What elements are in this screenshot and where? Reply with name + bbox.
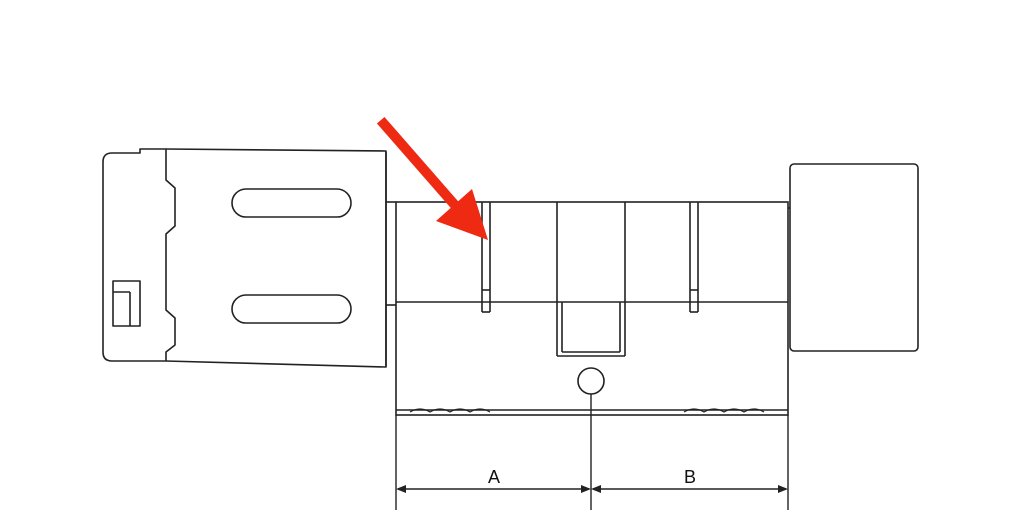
dimension-lines — [395, 394, 789, 510]
thumb-turn-knob — [102, 148, 396, 368]
right-knob — [788, 163, 919, 352]
cylinder-body — [395, 201, 789, 416]
dimension-label-a: A — [488, 467, 500, 487]
red-arrow-icon — [376, 116, 488, 240]
dimension-label-b: B — [684, 467, 696, 487]
